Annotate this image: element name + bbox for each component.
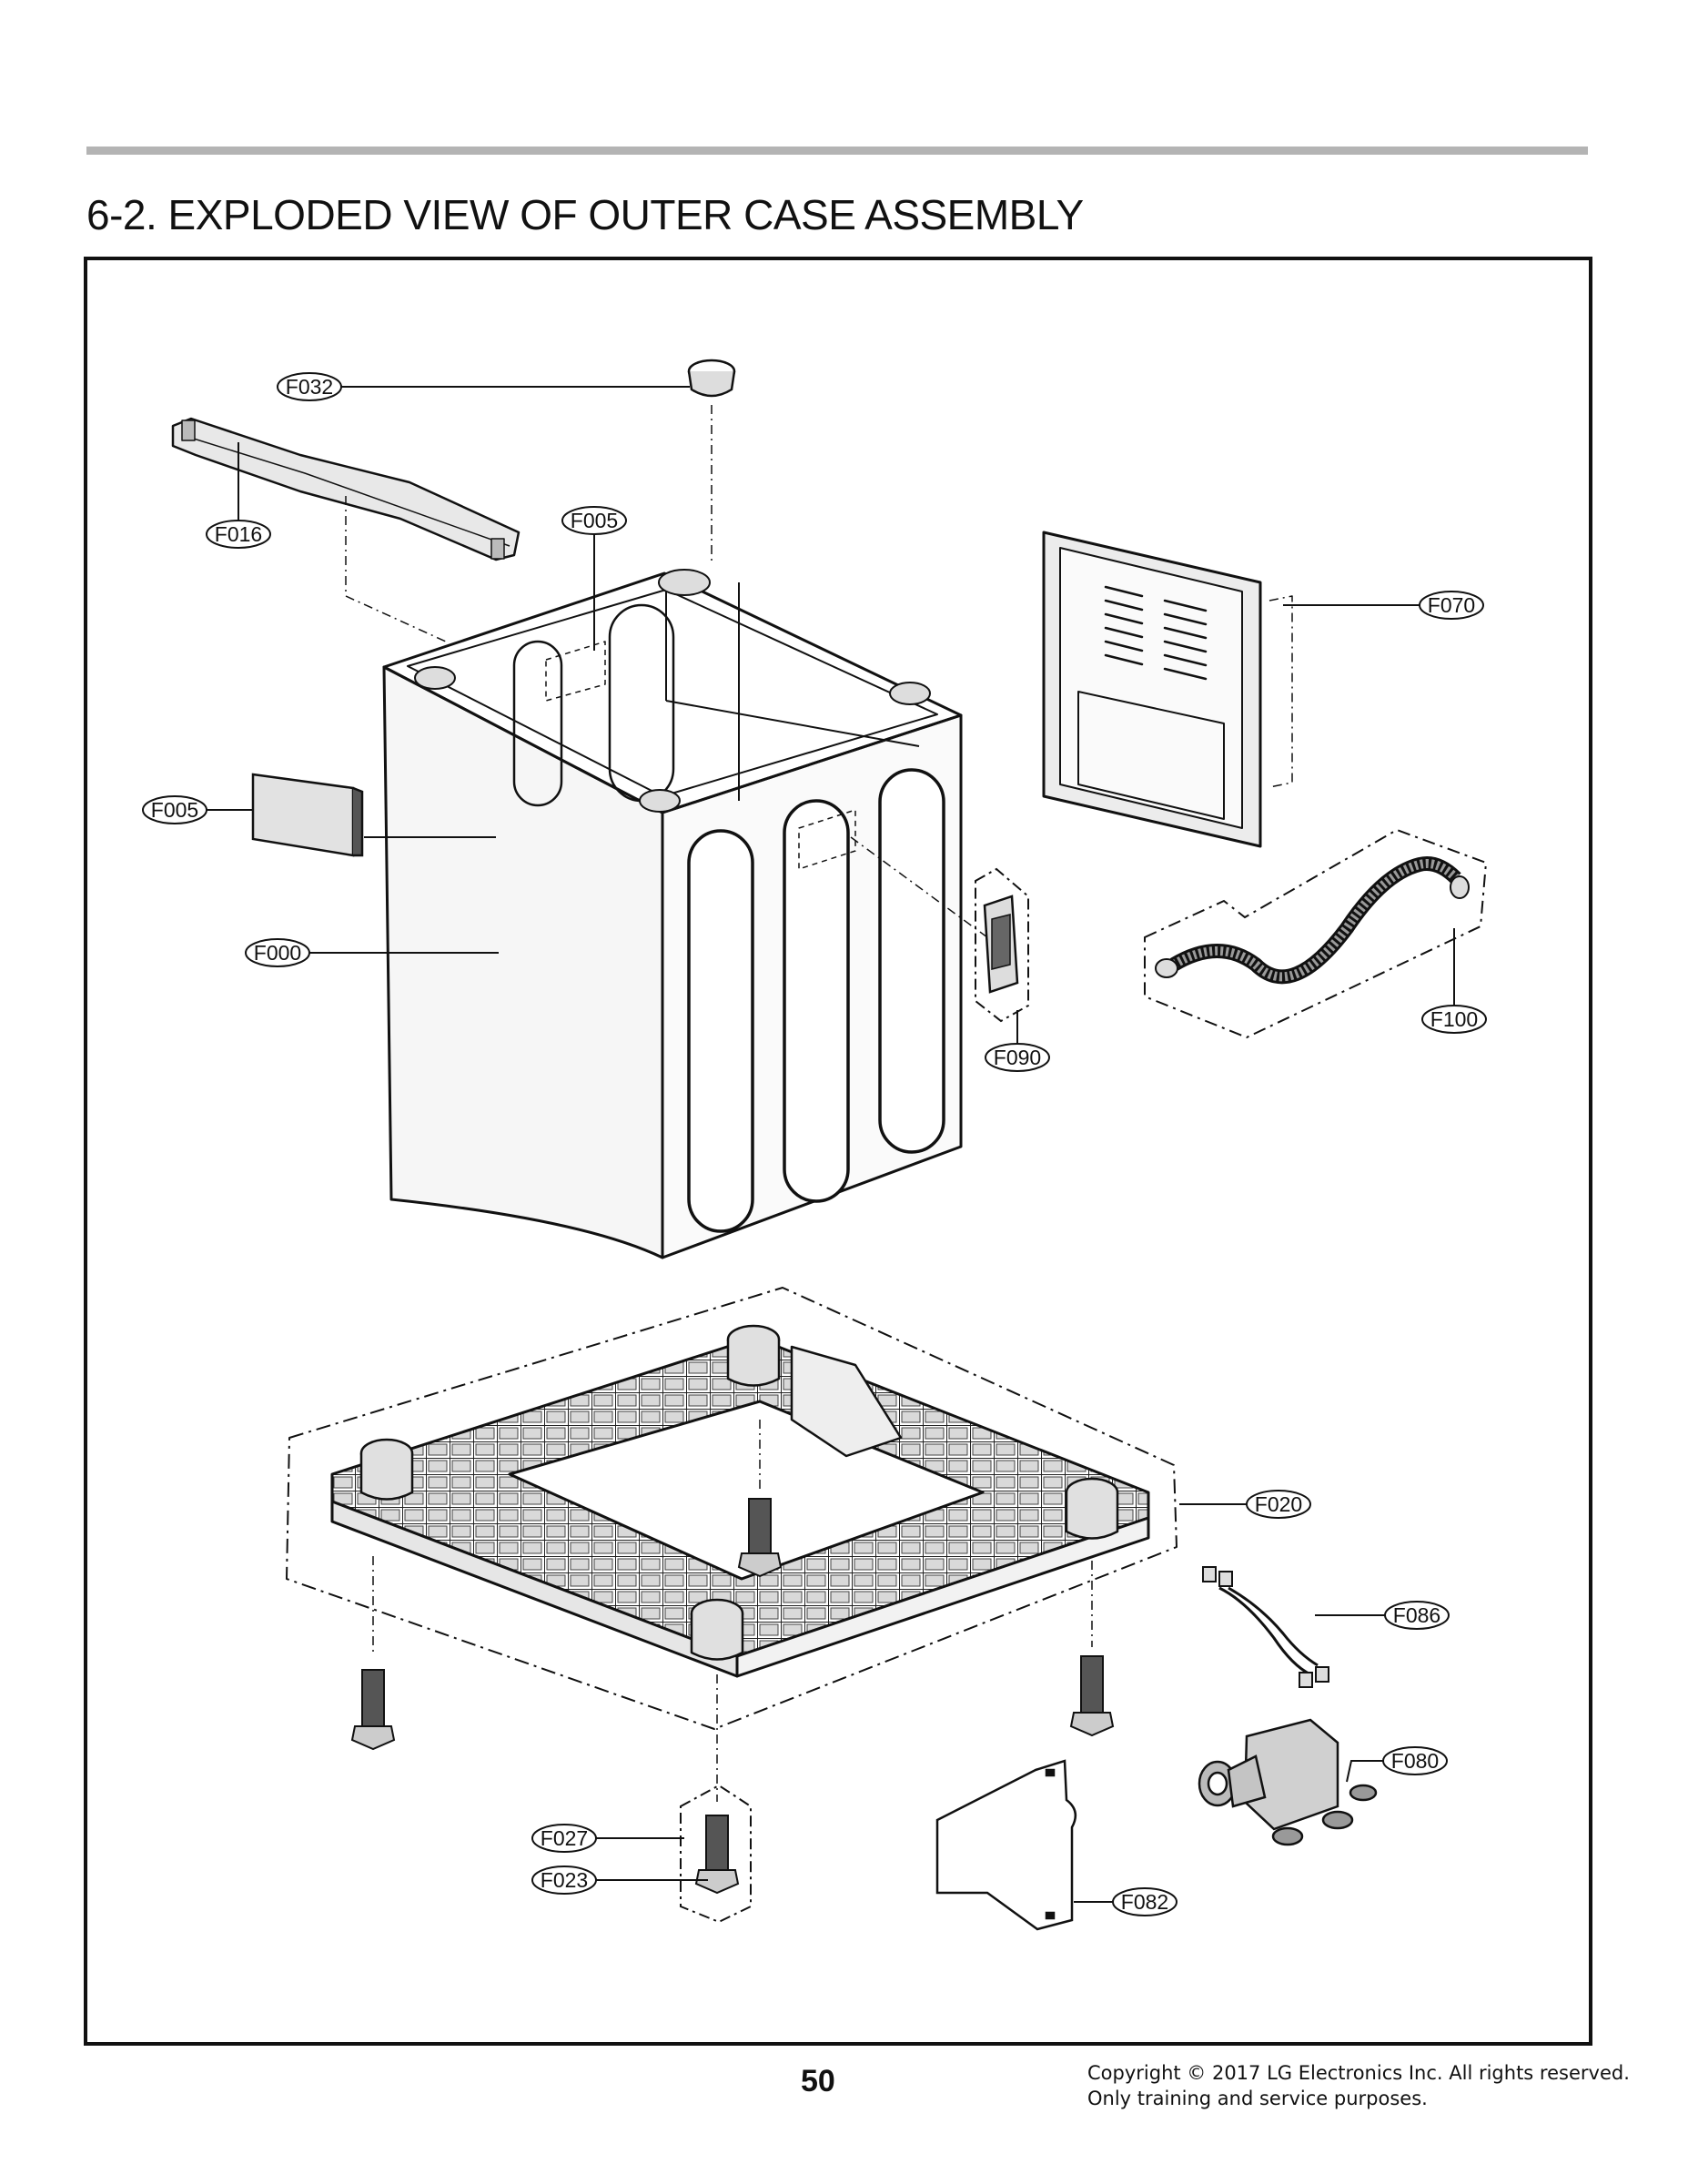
page-number: 50 (801, 2064, 835, 2098)
copyright-notice: Copyright © 2017 LG Electronics Inc. All… (1087, 2060, 1630, 2111)
svg-text:F090: F090 (994, 1046, 1041, 1069)
svg-text:F027: F027 (541, 1826, 588, 1850)
callout-f005-left: F005 (142, 795, 207, 824)
svg-text:F070: F070 (1428, 593, 1475, 617)
copyright-line-1: Copyright © 2017 LG Electronics Inc. All… (1087, 2062, 1630, 2084)
page-title: 6-2. EXPLODED VIEW OF OUTER CASE ASSEMBL… (86, 191, 1084, 238)
svg-text:F100: F100 (1430, 1007, 1478, 1031)
callout-f020: F020 (1246, 1490, 1311, 1519)
wire-harness-part (1202, 1566, 1329, 1688)
callout-leaders (207, 386, 1455, 1903)
callout-f086: F086 (1384, 1601, 1450, 1630)
leg-right (1069, 1655, 1115, 1737)
leg-front (680, 1784, 752, 1924)
svg-text:F082: F082 (1121, 1890, 1168, 1914)
base-frame (286, 1287, 1178, 1730)
bracket-part (975, 867, 1029, 1023)
svg-text:F000: F000 (254, 941, 301, 965)
outer-case (382, 569, 988, 1259)
drain-hose-part (1144, 828, 1488, 1039)
drain-pump-part (1198, 1718, 1378, 1846)
svg-text:F086: F086 (1393, 1603, 1440, 1627)
callout-f016: F016 (206, 520, 271, 549)
top-brace-part (171, 417, 521, 642)
svg-text:F005: F005 (571, 509, 618, 532)
callout-f023: F023 (531, 1866, 597, 1895)
svg-text:F023: F023 (541, 1868, 588, 1892)
callout-f000: F000 (245, 938, 310, 967)
top-rule (86, 147, 1588, 155)
svg-text:F080: F080 (1391, 1749, 1439, 1773)
svg-text:F016: F016 (215, 522, 262, 546)
callout-f005-top: F005 (561, 506, 627, 535)
hose-clamp-part (687, 359, 736, 564)
callout-f090: F090 (985, 1043, 1050, 1072)
callout-f027: F027 (531, 1824, 597, 1853)
leg-left (350, 1669, 396, 1751)
rear-panel-part (1042, 531, 1293, 848)
svg-text:F005: F005 (151, 798, 198, 822)
svg-text:F020: F020 (1255, 1492, 1302, 1516)
callout-f082: F082 (1112, 1887, 1178, 1916)
callout-f032: F032 (277, 372, 342, 401)
diagram-frame (84, 257, 1592, 2046)
leg-center (737, 1498, 783, 1578)
svg-text:F032: F032 (286, 375, 333, 399)
cover-bracket-part (935, 1759, 1077, 1931)
callout-f100: F100 (1421, 1005, 1487, 1034)
copyright-line-2: Only training and service purposes. (1087, 2088, 1428, 2109)
leveling-legs (350, 1420, 1115, 1924)
callout-f080: F080 (1382, 1746, 1448, 1775)
callout-f070: F070 (1419, 591, 1484, 620)
cover-plate-part (251, 773, 364, 857)
